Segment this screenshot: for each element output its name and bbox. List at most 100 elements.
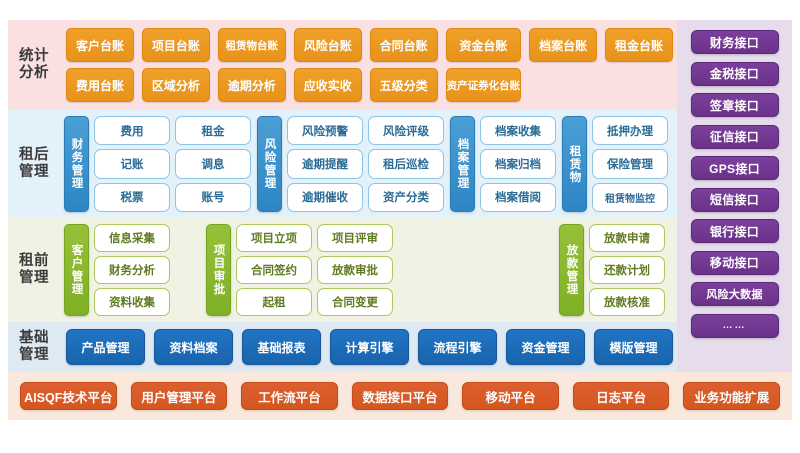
group-tab-customer-mgmt[interactable]: 客户管理 <box>64 224 89 316</box>
interface-item-golden-tax[interactable]: 金税接口 <box>690 61 779 86</box>
base-item-template-mgmt[interactable]: 模版管理 <box>594 329 673 365</box>
stat-item-khtz[interactable]: 客户台账 <box>66 28 134 62</box>
group-cells-disbursement-mgmt: 放款申请 还款计划 放款核准 <box>589 224 665 316</box>
cell-rate-adjust[interactable]: 调息 <box>175 149 251 179</box>
stat-item-datz[interactable]: 档案台账 <box>529 28 598 62</box>
cell-asset-classification[interactable]: 资产分类 <box>368 182 444 212</box>
group-tab-leased-asset[interactable]: 租赁物 <box>562 116 587 212</box>
platform-item-data-interface[interactable]: 数据接口平台 <box>351 382 449 410</box>
stat-item-zjtz2[interactable]: 租金台账 <box>605 28 673 62</box>
cell-bookkeeping[interactable]: 记账 <box>94 149 170 179</box>
interface-item-more[interactable]: …… <box>690 313 779 338</box>
stat-item-yqfx[interactable]: 逾期分析 <box>217 68 286 102</box>
cell-insurance-mgmt[interactable]: 保险管理 <box>592 149 668 179</box>
group-tab-disbursement-mgmt[interactable]: 放款管理 <box>559 224 584 316</box>
platform-item-mobile[interactable]: 移动平台 <box>462 382 559 410</box>
stat-item-wjfl[interactable]: 五级分类 <box>369 68 438 102</box>
group-cells-leased-asset: 抵押办理 保险管理 租赁物监控 <box>592 116 668 212</box>
cell-risk-alert[interactable]: 风险预警 <box>287 116 363 146</box>
base-item-doc-archive[interactable]: 资料档案 <box>154 329 233 365</box>
statistics-grid: 客户台账 项目台账 租赁物台账 风险台账 合同台账 资金台账 档案台账 租金台账… <box>66 28 673 102</box>
cell-info-collection[interactable]: 信息采集 <box>94 224 170 252</box>
section-label-line: 租后 <box>19 146 49 163</box>
cell-asset-monitoring[interactable]: 租赁物监控 <box>592 182 668 212</box>
cell-loan-approval[interactable]: 放款审批 <box>317 256 393 284</box>
cell-post-lease-inspection[interactable]: 租后巡检 <box>368 149 444 179</box>
interface-item-gps[interactable]: GPS接口 <box>690 156 779 180</box>
group-cells-customer-mgmt: 信息采集 财务分析 资料收集 <box>94 224 170 316</box>
base-item-basic-report[interactable]: 基础报表 <box>242 329 321 365</box>
cell-overdue-reminder[interactable]: 逾期提醒 <box>287 149 363 179</box>
cell-archive-collect[interactable]: 档案收集 <box>480 116 556 146</box>
cell-document-collection[interactable]: 资料收集 <box>94 288 170 316</box>
section-label-line: 统计 <box>19 47 49 64</box>
group-tab-finance-mgmt[interactable]: 财务管理 <box>64 116 89 212</box>
base-item-calc-engine[interactable]: 计算引擎 <box>330 329 409 365</box>
group-archive-mgmt: 档案管理 档案收集 档案归档 档案借阅 <box>450 116 556 212</box>
group-disbursement-mgmt: 放款管理 放款申请 还款计划 放款核准 <box>559 224 665 316</box>
stat-item-httz[interactable]: 合同台账 <box>369 28 438 62</box>
section-pre-lease: 租前 管理 客户管理 信息采集 财务分析 资料收集 项目审批 <box>8 218 677 322</box>
cell-financial-analysis[interactable]: 财务分析 <box>94 256 170 284</box>
cell-risk-rating[interactable]: 风险评级 <box>368 116 444 146</box>
cell-overdue-collection[interactable]: 逾期催收 <box>287 182 363 212</box>
cell-fee[interactable]: 费用 <box>94 116 170 146</box>
section-label-post-lease: 租后 管理 <box>8 147 60 181</box>
base-item-process-engine[interactable]: 流程引擎 <box>418 329 497 365</box>
stat-item-fxtz[interactable]: 风险台账 <box>293 28 362 62</box>
platform-item-aisqf[interactable]: AISQF技术平台 <box>20 382 117 410</box>
cell-project-review[interactable]: 项目评审 <box>317 224 393 252</box>
section-label-line: 基础 <box>19 329 49 346</box>
stat-item-yssz[interactable]: 应收实收 <box>293 68 362 102</box>
post-lease-body: 财务管理 费用 租金 记账 调息 税票 账号 风险管理 <box>60 110 677 218</box>
section-label-line: 管理 <box>19 347 49 363</box>
cell-lease-start[interactable]: 起租 <box>236 288 312 316</box>
cell-project-initiation[interactable]: 项目立项 <box>236 224 312 252</box>
group-tab-risk-mgmt[interactable]: 风险管理 <box>257 116 282 212</box>
group-customer-mgmt: 客户管理 信息采集 财务分析 资料收集 <box>64 224 170 316</box>
platform-item-workflow[interactable]: 工作流平台 <box>241 382 338 410</box>
base-mgmt-body: 产品管理 资料档案 基础报表 计算引擎 流程引擎 资金管理 模版管理 <box>60 322 677 372</box>
base-mgmt-grid: 产品管理 资料档案 基础报表 计算引擎 流程引擎 资金管理 模版管理 <box>66 329 673 365</box>
section-label-line: 管理 <box>19 164 49 180</box>
group-leased-asset: 租赁物 抵押办理 保险管理 租赁物监控 <box>562 116 668 212</box>
platform-item-business-extension[interactable]: 业务功能扩展 <box>683 382 780 410</box>
section-platforms: AISQF技术平台 用户管理平台 工作流平台 数据接口平台 移动平台 日志平台 … <box>8 372 792 420</box>
group-cells-finance-mgmt: 费用 租金 记账 调息 税票 账号 <box>94 116 251 212</box>
cell-loan-verification[interactable]: 放款核准 <box>589 288 665 316</box>
section-label-line: 租前 <box>19 252 49 269</box>
interface-item-mobile[interactable]: 移动接口 <box>690 250 779 275</box>
statistics-body: 客户台账 项目台账 租赁物台账 风险台账 合同台账 资金台账 档案台账 租金台账… <box>60 20 677 110</box>
platform-item-user-mgmt[interactable]: 用户管理平台 <box>130 382 228 410</box>
cell-loan-application[interactable]: 放款申请 <box>589 224 665 252</box>
stat-item-zczqhtz[interactable]: 资产证券化台账 <box>445 68 522 102</box>
platform-item-log[interactable]: 日志平台 <box>572 382 670 410</box>
cell-account-no[interactable]: 账号 <box>175 182 251 212</box>
cell-contract-signing[interactable]: 合同签约 <box>236 256 312 284</box>
cell-archive-borrow[interactable]: 档案借阅 <box>480 182 556 212</box>
interface-item-bank[interactable]: 银行接口 <box>690 219 779 243</box>
cell-repayment-plan[interactable]: 还款计划 <box>589 256 665 284</box>
stat-item-fytz[interactable]: 费用台账 <box>66 68 134 102</box>
group-tab-archive-mgmt[interactable]: 档案管理 <box>450 116 475 212</box>
cell-rent[interactable]: 租金 <box>175 116 251 146</box>
stat-item-zjtz[interactable]: 资金台账 <box>445 28 522 62</box>
interface-item-seal[interactable]: 签章接口 <box>690 93 779 117</box>
interface-item-credit[interactable]: 征信接口 <box>690 124 779 149</box>
stat-item-xmtz[interactable]: 项目台账 <box>141 28 210 62</box>
interface-item-risk-bigdata[interactable]: 风险大数据 <box>690 282 779 306</box>
interface-item-finance[interactable]: 财务接口 <box>690 30 779 54</box>
architecture-board: 统计 分析 客户台账 项目台账 租赁物台账 风险台账 合同台账 资金台账 档案台… <box>8 20 792 433</box>
interface-item-sms[interactable]: 短信接口 <box>690 187 779 212</box>
stat-item-zlwtz[interactable]: 租赁物台账 <box>217 28 286 62</box>
section-label-line: 管理 <box>19 270 49 286</box>
base-item-fund-mgmt[interactable]: 资金管理 <box>506 329 585 365</box>
cell-mortgage-handling[interactable]: 抵押办理 <box>592 116 668 146</box>
cell-archive-file[interactable]: 档案归档 <box>480 149 556 179</box>
cell-tax-invoice[interactable]: 税票 <box>94 182 170 212</box>
cell-contract-change[interactable]: 合同变更 <box>317 288 393 316</box>
group-tab-project-approval[interactable]: 项目审批 <box>206 224 231 316</box>
stat-item-qyfx[interactable]: 区域分析 <box>141 68 210 102</box>
base-item-product-mgmt[interactable]: 产品管理 <box>66 329 145 365</box>
